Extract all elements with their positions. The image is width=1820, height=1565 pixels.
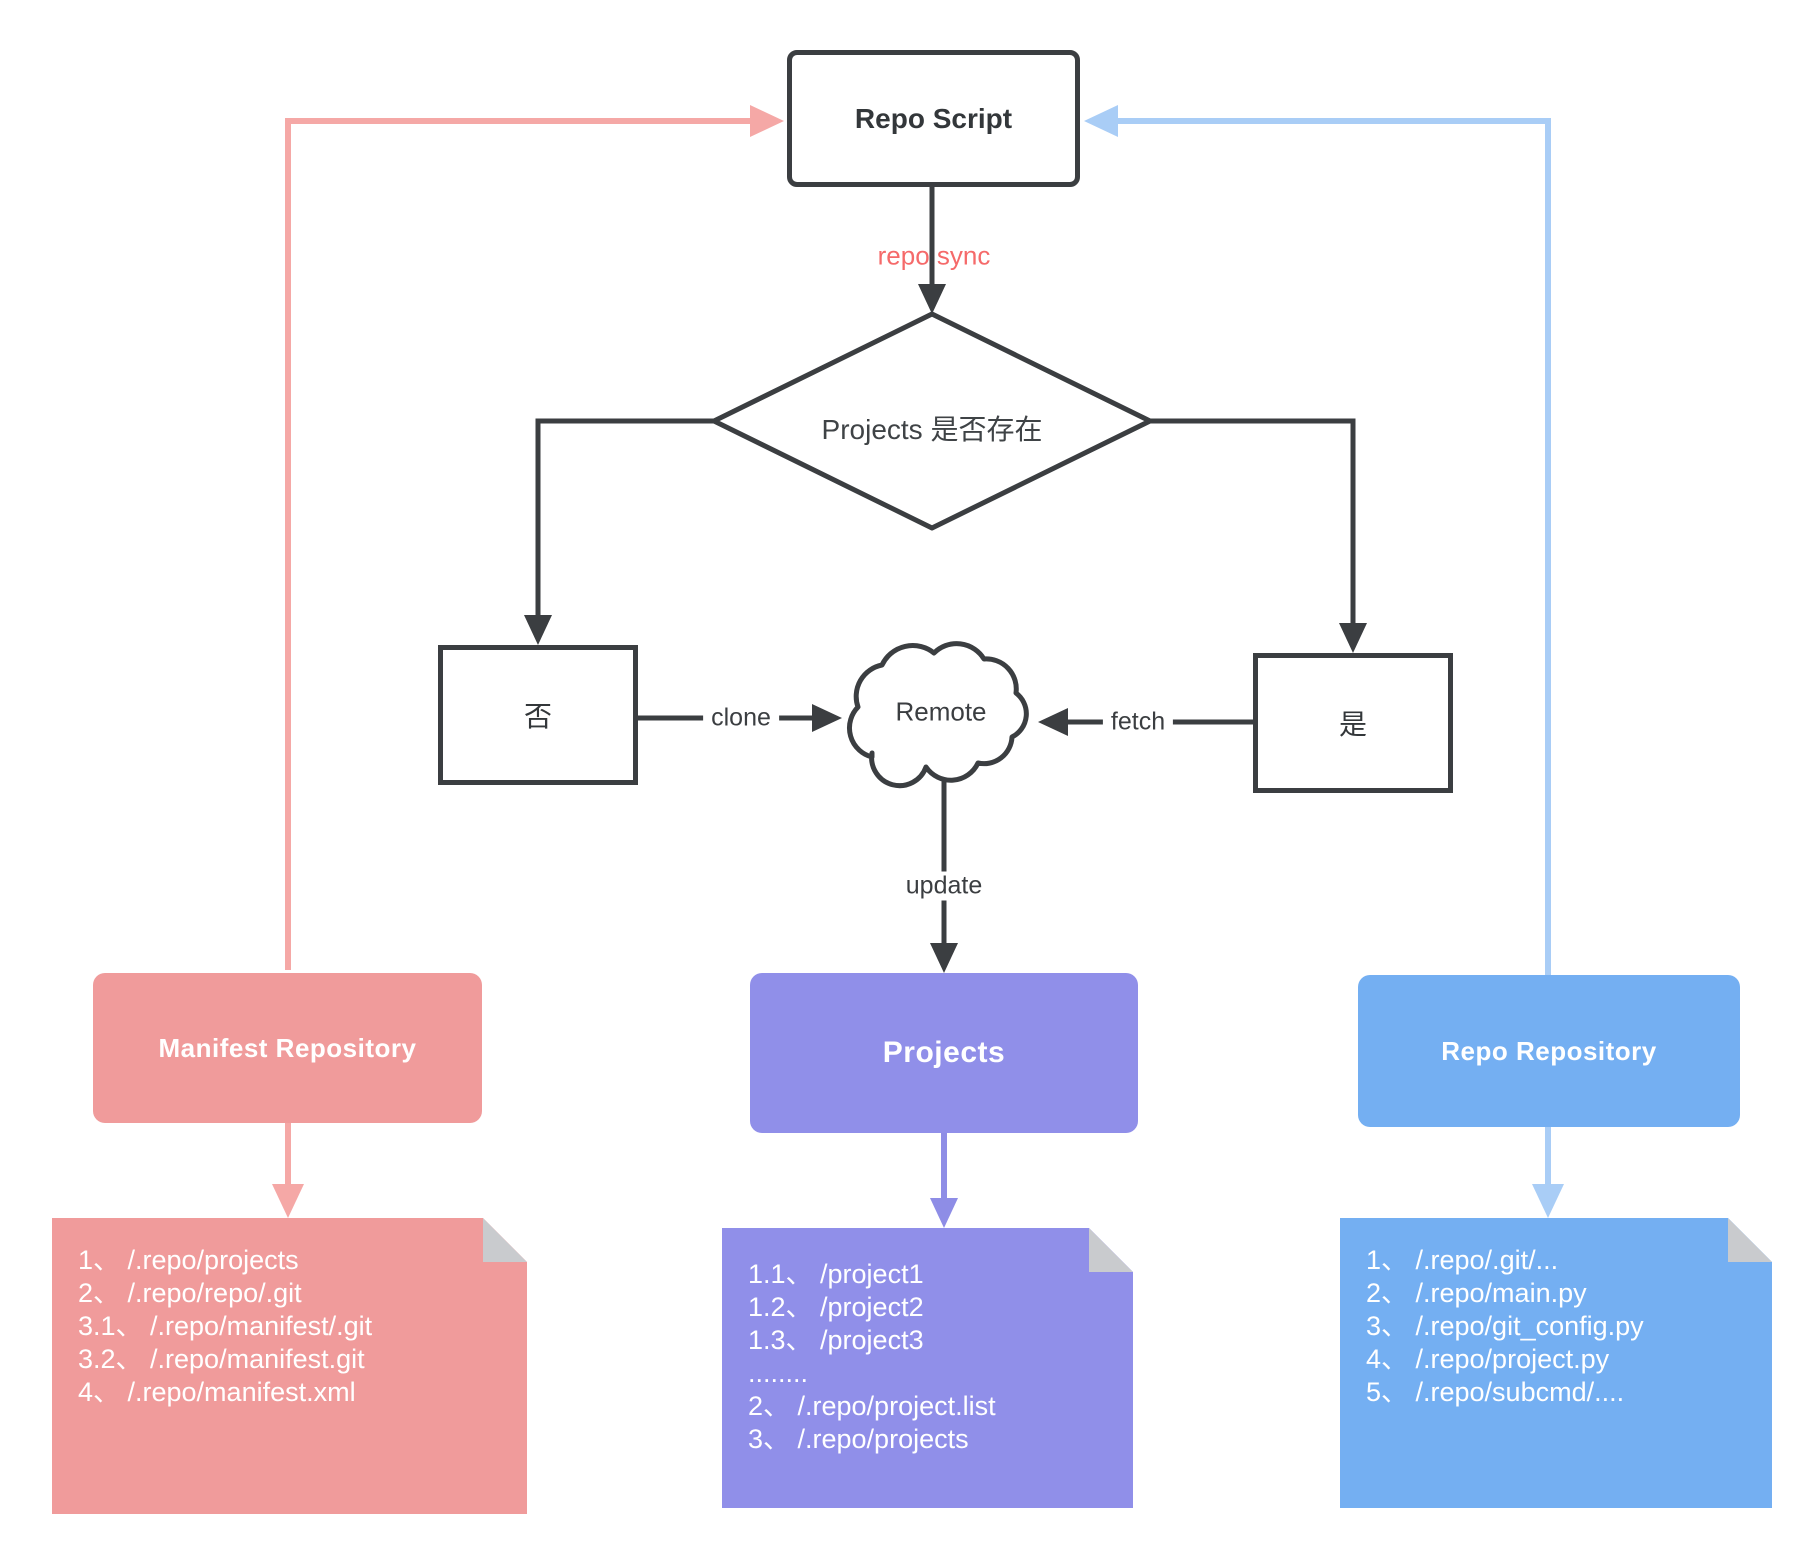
projects-file-line: 1.3、 /project3 [748,1325,924,1355]
decision-label: Projects 是否存在 [821,414,1043,445]
yes-node-label: 是 [1338,709,1367,740]
manifest-repository-title: Manifest Repository [158,1032,417,1063]
repo-files-note: 1、 /.repo/.git/... 2、 /.repo/main.py 3、 … [1340,1218,1772,1508]
repo-script-node: Repo Script [787,50,1080,187]
decision-to-no-arrow [524,418,714,645]
clone-label: clone [703,703,779,733]
no-node: 否 [438,645,638,785]
projects-title: Projects [882,1036,1006,1069]
repo-file-line: 5、 /.repo/subcmd/.... [1366,1377,1625,1407]
projects-card: Projects [750,973,1138,1133]
repo-repository-title: Repo Repository [1441,1035,1657,1066]
manifest-file-line: 3.2、 /.repo/manifest.git [78,1344,365,1374]
update-label: update [897,871,991,901]
manifest-repository-card: Manifest Repository [93,973,482,1123]
repo-file-line: 4、 /.repo/project.py [1366,1344,1610,1374]
repo-to-script-connector [1084,105,1551,977]
no-node-label: 否 [523,701,552,732]
repo-sync-label: repo sync [877,240,991,271]
projects-file-line: ........ [748,1358,809,1388]
manifest-to-script-connector [285,105,784,970]
decision-to-yes-arrow [1150,418,1367,653]
repo-script-label: Repo Script [854,102,1013,134]
projects-file-line: 3、 /.repo/projects [748,1424,969,1454]
repo-file-line: 3、 /.repo/git_config.py [1366,1311,1644,1341]
repo-repository-card: Repo Repository [1358,975,1740,1127]
remote-cloud-shape [846,641,1029,789]
manifest-file-line: 4、 /.repo/manifest.xml [78,1377,356,1407]
projects-file-line: 1.1、 /project1 [748,1259,924,1289]
repo-file-line: 1、 /.repo/.git/... [1366,1245,1559,1275]
decision-diamond [711,311,1153,531]
yes-node: 是 [1253,653,1453,793]
remote-label: Remote [895,696,987,727]
manifest-file-line: 3.1、 /.repo/manifest/.git [78,1311,373,1341]
fetch-label: fetch [1102,707,1174,737]
manifest-file-line: 1、 /.repo/projects [78,1245,299,1275]
manifest-file-line: 2、 /.repo/repo/.git [78,1278,302,1308]
projects-files-note: 1.1、 /project1 1.2、 /project2 1.3、 /proj… [722,1228,1133,1508]
projects-file-line: 1.2、 /project2 [748,1292,924,1322]
projects-file-line: 2、 /.repo/project.list [748,1391,996,1421]
repo-file-line: 2、 /.repo/main.py [1366,1278,1587,1308]
manifest-files-note: 1、 /.repo/projects 2、 /.repo/repo/.git 3… [52,1218,527,1514]
